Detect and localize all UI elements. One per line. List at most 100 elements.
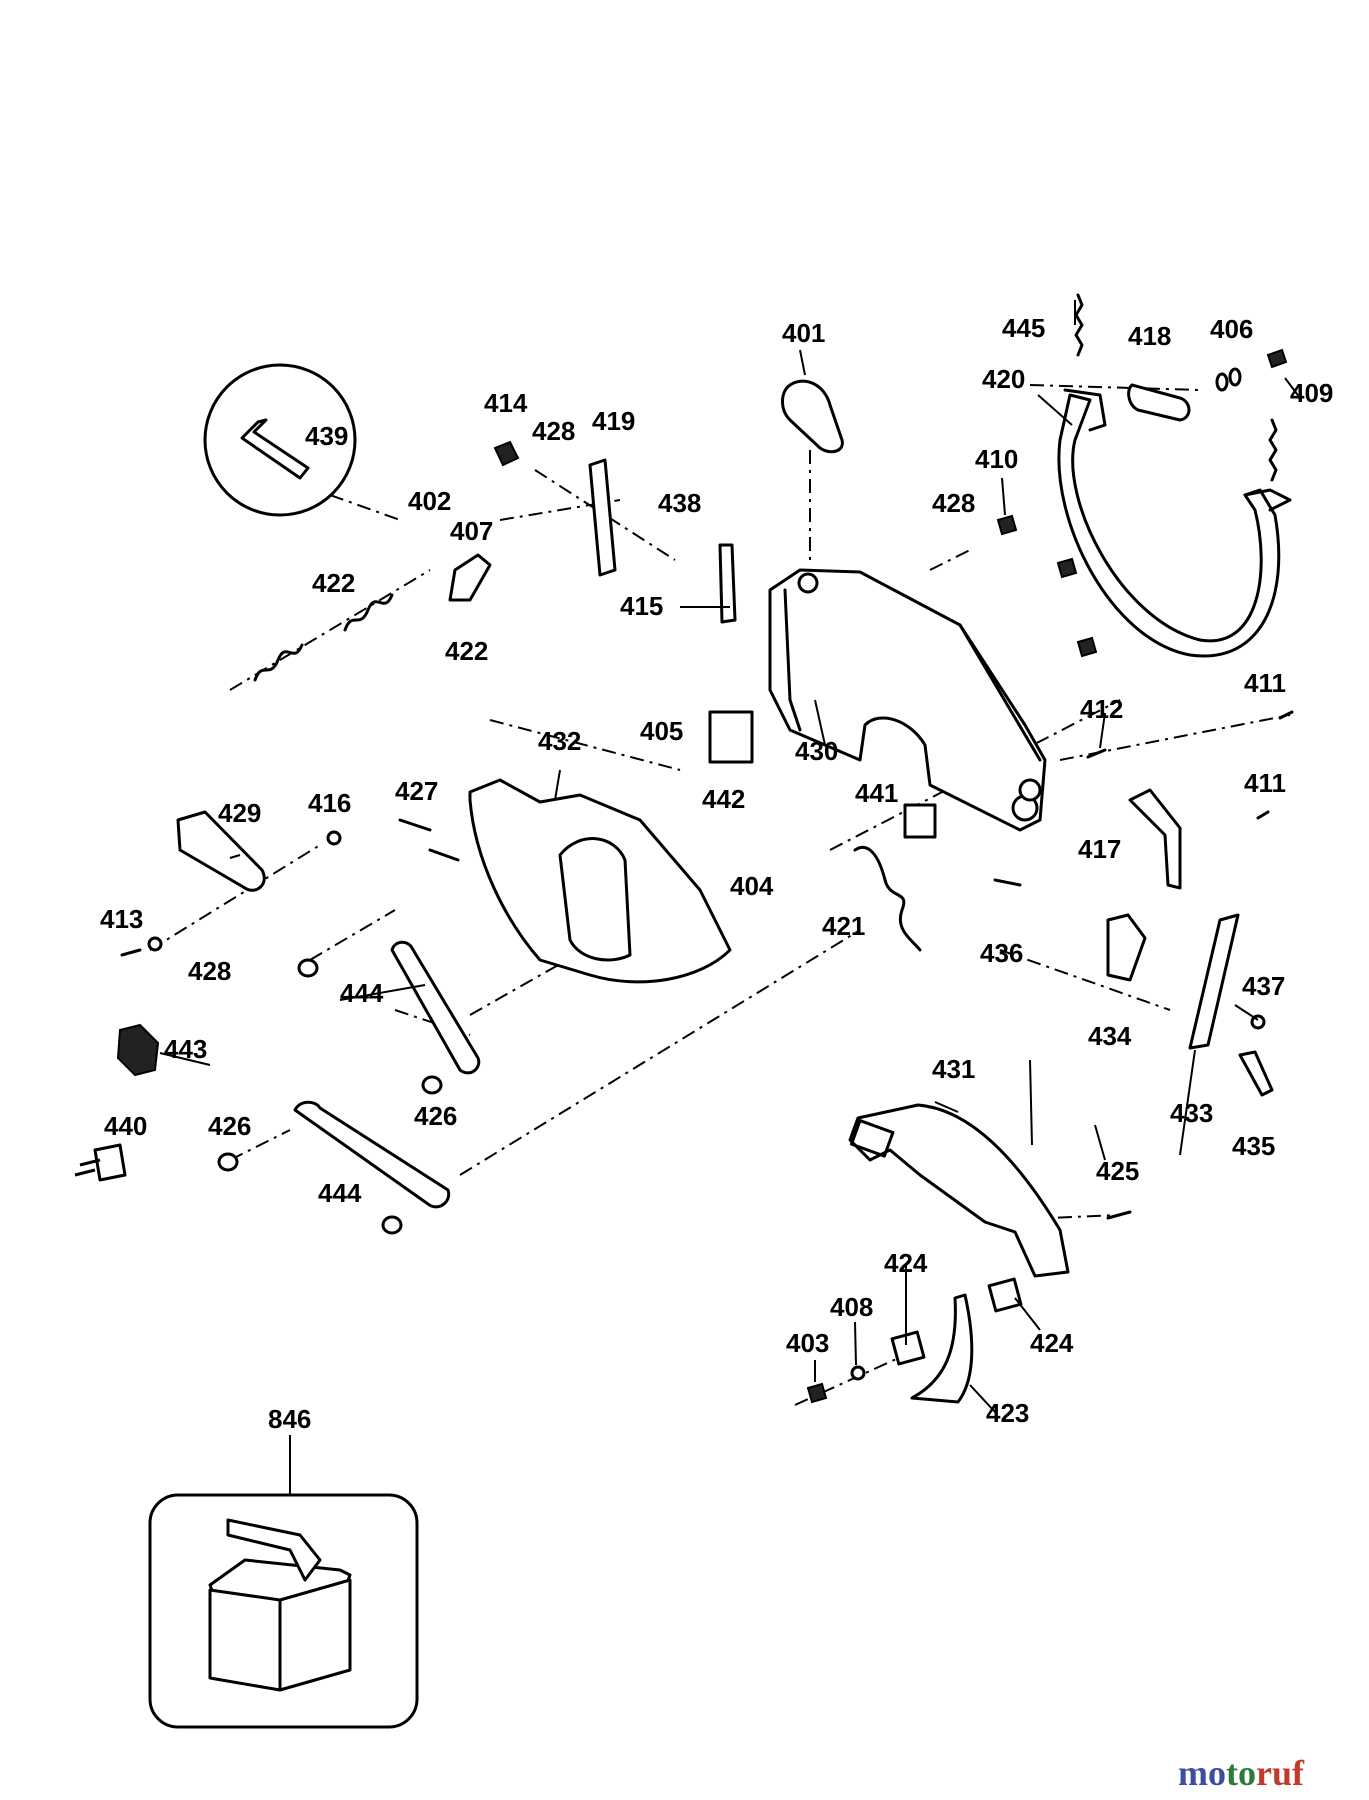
part-428-washer-icon	[147, 936, 163, 952]
label-423: 423	[986, 1398, 1029, 1428]
label-435: 435	[1232, 1131, 1275, 1161]
label-426b: 426	[414, 1101, 457, 1131]
label-426a: 426	[208, 1111, 251, 1141]
part-440-spanner-icon	[74, 1143, 127, 1182]
label-429: 429	[218, 798, 261, 828]
label-436: 436	[980, 938, 1023, 968]
label-438: 438	[658, 488, 701, 518]
part-414-nut-icon	[493, 440, 520, 467]
label-412: 412	[1080, 694, 1123, 724]
part-labels: 401 402 403 404 405 406 407 408 409 410 …	[100, 313, 1333, 1434]
label-428a: 428	[532, 416, 575, 446]
label-437: 437	[1242, 971, 1285, 1001]
part-422-springs-icon	[253, 593, 394, 682]
label-415: 415	[620, 591, 663, 621]
label-408: 408	[830, 1292, 873, 1322]
watermark-logo: motoruf	[1178, 1752, 1304, 1794]
part-425-screw-icon	[1106, 1210, 1132, 1220]
watermark-part-3: ruf	[1256, 1753, 1304, 1793]
part-412-screw-icon	[1086, 748, 1107, 759]
part-430-upper-guard-icon	[768, 568, 1047, 832]
label-442: 442	[702, 784, 745, 814]
label-405: 405	[640, 716, 683, 746]
label-430: 430	[795, 736, 838, 766]
label-422b: 422	[445, 636, 488, 666]
part-406-washers-icon	[1215, 367, 1242, 392]
label-420: 420	[982, 364, 1025, 394]
part-410-knob-b-icon	[1056, 557, 1078, 579]
label-433: 433	[1170, 1098, 1213, 1128]
leader-lines	[159, 300, 1301, 1495]
part-427-pins-icon	[398, 818, 460, 862]
part-417-bracket-icon	[1128, 788, 1182, 890]
part-426-nut-c-icon	[217, 1152, 239, 1172]
label-417: 417	[1078, 834, 1121, 864]
part-435-lever-icon	[1238, 1050, 1274, 1097]
watermark-part-2: to	[1226, 1753, 1256, 1793]
part-445-spring-right-icon	[1268, 418, 1278, 482]
label-409: 409	[1290, 378, 1333, 408]
label-440: 440	[104, 1111, 147, 1141]
label-419: 419	[592, 406, 635, 436]
part-444-link-upper-icon	[390, 940, 481, 1075]
label-407: 407	[450, 516, 493, 546]
label-421: 421	[822, 911, 865, 941]
part-445-spring-top-icon	[1074, 293, 1084, 357]
part-411-screw-b-icon	[1256, 810, 1270, 820]
label-424b: 424	[1030, 1328, 1074, 1358]
part-420-bracket-top-icon	[1063, 388, 1107, 432]
assembly-lines	[149, 384, 1291, 1406]
hex-key-inset-icon	[203, 363, 357, 517]
label-402: 402	[408, 486, 451, 516]
part-407-clamp-icon	[448, 553, 492, 602]
label-424a: 424	[884, 1248, 928, 1278]
label-404: 404	[730, 871, 774, 901]
part-410-knob-icon	[996, 514, 1018, 536]
label-431: 431	[932, 1054, 975, 1084]
part-403-nut-icon	[806, 1382, 828, 1404]
label-444b: 444	[318, 1178, 362, 1208]
label-401: 401	[782, 318, 825, 348]
part-444-link-lower-icon	[293, 1100, 451, 1209]
part-424-plate-b-icon	[987, 1277, 1023, 1313]
label-428c: 428	[188, 956, 231, 986]
part-433-slotted-arm-icon	[1188, 913, 1240, 1050]
label-434: 434	[1088, 1021, 1132, 1051]
part-421-spring-icon	[853, 846, 922, 952]
label-403: 403	[786, 1328, 829, 1358]
label-846: 846	[268, 1404, 311, 1434]
part-420-bracket-bottom-icon	[1243, 488, 1292, 512]
part-436-bolt-icon	[993, 878, 1022, 887]
part-846-box-inset-icon	[148, 1493, 419, 1729]
part-426-nut-d-icon	[381, 1215, 403, 1235]
label-443: 443	[164, 1034, 207, 1064]
label-425: 425	[1096, 1156, 1139, 1186]
label-410: 410	[975, 444, 1018, 474]
label-439: 439	[305, 421, 348, 451]
part-410-knob-c-icon	[1076, 636, 1098, 658]
part-408-washer-icon	[850, 1365, 866, 1381]
part-423-hook-icon	[910, 1293, 974, 1404]
label-411a: 411	[1244, 668, 1286, 698]
part-401-cap-icon	[781, 379, 844, 454]
label-418: 418	[1128, 321, 1171, 351]
part-442-label-icon	[708, 710, 754, 764]
part-418-lever-icon	[1127, 383, 1191, 422]
label-432: 432	[538, 726, 581, 756]
part-431-blade-guard-icon	[848, 1103, 1070, 1278]
label-445: 445	[1002, 313, 1045, 343]
label-444a: 444	[340, 978, 384, 1008]
part-416-nut-icon	[326, 830, 342, 846]
part-413-screw-icon	[120, 948, 142, 957]
part-409-knob-icon	[1266, 348, 1288, 369]
label-413: 413	[100, 904, 143, 934]
label-422a: 422	[312, 568, 355, 598]
part-419-bar-icon	[588, 458, 617, 577]
label-427: 427	[395, 776, 438, 806]
label-411b: 411	[1244, 768, 1286, 798]
part-429-plate-icon	[176, 810, 266, 892]
part-443-hex-icon	[116, 1023, 160, 1077]
part-415-pin-icon	[718, 543, 737, 624]
label-441: 441	[855, 778, 898, 808]
